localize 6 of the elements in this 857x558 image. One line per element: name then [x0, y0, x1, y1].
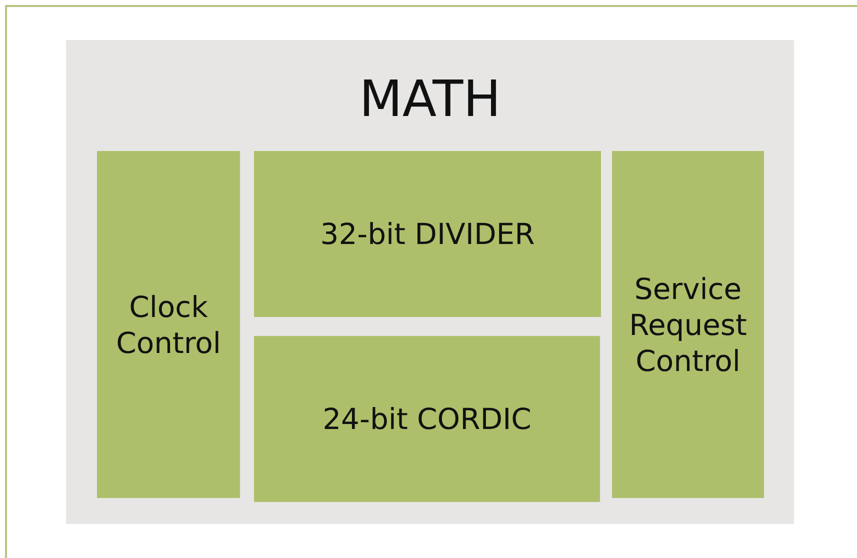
module-block: 32-bit DIVIDER: [254, 151, 601, 317]
block-panel: [66, 40, 794, 524]
module-block: 24-bit CORDIC: [254, 336, 600, 502]
module-block: Clock Control: [97, 151, 240, 498]
block-title: MATH: [358, 70, 502, 128]
module-block: Service Request Control: [612, 151, 764, 498]
